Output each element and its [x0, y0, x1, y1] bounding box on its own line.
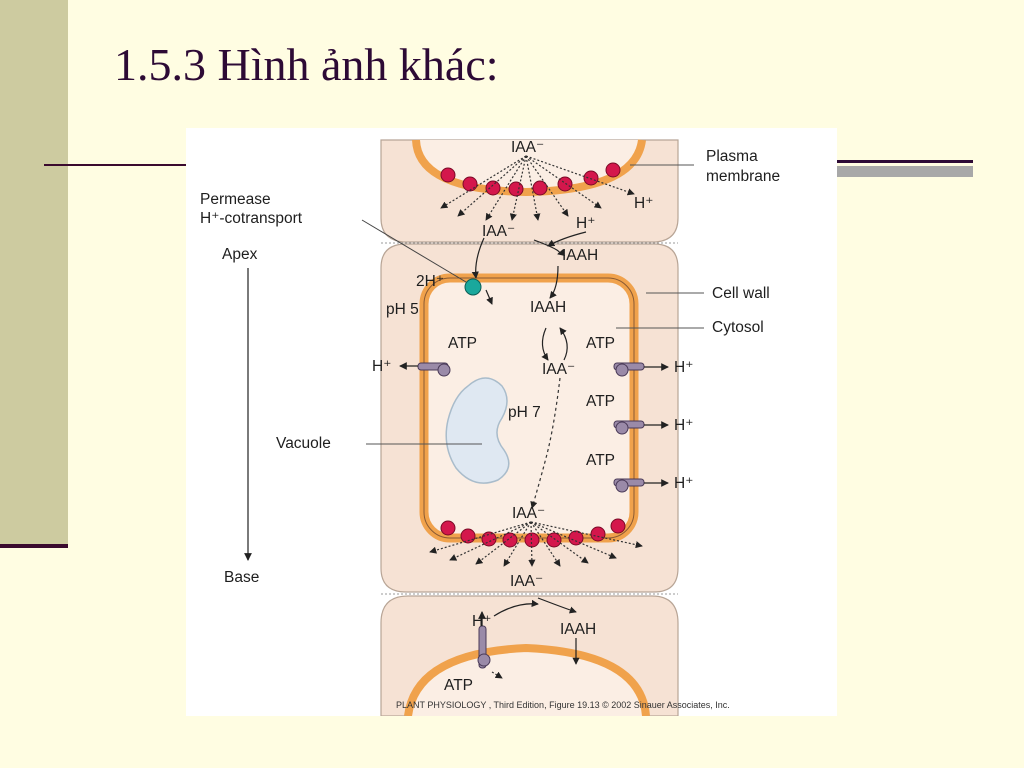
top-efflux-arrows [440, 155, 635, 221]
cotransport-label: H⁺-cotransport [200, 210, 303, 227]
title-underline-right-dark [836, 160, 973, 163]
diagram-labels: Permease H⁺-cotransport Apex Base Plasma… [200, 139, 780, 710]
iaah-cytosol-label: IAAH [530, 299, 566, 316]
base-label: Base [224, 569, 259, 586]
bottom-cell-membrane [404, 643, 650, 716]
permease-leader [361, 219, 467, 283]
iaa-bottom-label: IAA⁻ [512, 505, 545, 522]
iaa-cytosol-label: IAA⁻ [542, 361, 575, 378]
iaa-flux-arrows [471, 231, 587, 665]
sidebar-bottom-rule [0, 544, 68, 548]
bottom-efflux-arrows [429, 521, 643, 567]
left-sidebar-band [0, 0, 68, 545]
slide-title: 1.5.3 Hình ảnh khác: [114, 39, 499, 90]
bottom-influx-arrows [491, 671, 503, 679]
atp-right-2-label: ATP [586, 393, 615, 410]
cytosol-label: Cytosol [712, 319, 764, 336]
iaa-top-label: IAA⁻ [511, 139, 544, 156]
cell-wall-label: Cell wall [712, 285, 770, 302]
auxin-transport-figure: Permease H⁺-cotransport Apex Base Plasma… [186, 128, 837, 716]
cytosol-dashed-path [530, 377, 561, 509]
two-h-label: 2H⁺ [416, 273, 444, 290]
h-right-1-label: H⁺ [674, 359, 693, 376]
atp-right-3-label: ATP [586, 452, 615, 469]
apex-label: Apex [222, 246, 258, 263]
h-top-label: H⁺ [634, 195, 653, 212]
plasma-membrane-label-2: membrane [706, 168, 780, 185]
iaah-lower-label: IAAH [560, 621, 596, 638]
ph7-label: pH 7 [508, 404, 541, 421]
atp-pumps [417, 362, 645, 669]
h-left-label: H⁺ [372, 358, 391, 375]
h-entry-label: H⁺ [576, 215, 595, 232]
h-right-2-label: H⁺ [674, 417, 693, 434]
iaa-entry-label: IAA⁻ [482, 223, 515, 240]
leader-lines [366, 164, 704, 445]
auxin-transport-diagram: Permease H⁺-cotransport Apex Base Plasma… [200, 139, 780, 716]
iaah-wall-label: IAAH [562, 247, 598, 264]
plasma-membrane-label-1: Plasma [706, 148, 758, 165]
iaa-lower-label: IAA⁻ [510, 573, 543, 590]
permease-symporter [464, 278, 482, 296]
permease-label: Permease [200, 191, 271, 208]
atp-right-1-label: ATP [586, 335, 615, 352]
h-right-3-label: H⁺ [674, 475, 693, 492]
atp-left-label: ATP [448, 335, 477, 352]
title-underline-left [44, 164, 194, 166]
vacuole-shape [445, 377, 510, 484]
proton-arrows [399, 362, 669, 626]
vacuole-label: Vacuole [276, 435, 331, 452]
ph5-label: pH 5 [386, 301, 419, 318]
atp-lower-label: ATP [444, 677, 473, 694]
title-underline-right-gray [836, 166, 973, 177]
h-lower-label: H⁺ [472, 613, 491, 630]
figure-caption: PLANT PHYSIOLOGY , Third Edition, Figure… [396, 700, 730, 710]
